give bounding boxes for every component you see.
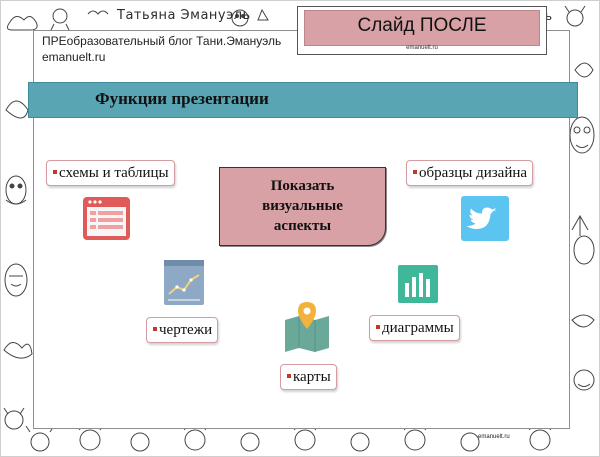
slide-title: Функции презентации bbox=[95, 89, 269, 108]
label-diagrams: диаграммы bbox=[369, 315, 460, 341]
after-slide-badge: Слайд ПОСЛЕ emanuelt.ru bbox=[297, 6, 547, 55]
label-drawings: чертежи bbox=[146, 317, 219, 343]
slide-title-bar: Функции презентации bbox=[28, 82, 578, 118]
bullet-marker bbox=[153, 326, 157, 331]
blog-title: ПРЕобразовательный блог Тани.Эмануэль bbox=[42, 34, 282, 48]
map-pin-icon bbox=[285, 302, 329, 352]
bar-chart-icon bbox=[398, 265, 438, 303]
label-schemes-and-tables: схемы и таблицы bbox=[46, 160, 175, 186]
bullet-marker bbox=[53, 169, 57, 174]
label-text: чертежи bbox=[159, 322, 213, 338]
center-line-1: Показать bbox=[270, 178, 335, 194]
brand-name: Татьяна Эмануэль bbox=[117, 8, 251, 23]
line-chart-icon bbox=[164, 260, 204, 305]
center-line-3: аспекты bbox=[273, 218, 332, 234]
label-text: образцы дизайна bbox=[419, 165, 528, 181]
blog-url: emanuelt.ru bbox=[42, 50, 106, 64]
label-design-samples: образцы дизайна bbox=[406, 160, 534, 186]
label-text: схемы и таблицы bbox=[59, 165, 169, 181]
after-slide-url: emanuelt.ru bbox=[406, 45, 438, 51]
bullet-marker bbox=[287, 373, 291, 378]
label-maps: карты bbox=[280, 364, 337, 390]
bullet-marker bbox=[413, 169, 417, 174]
center-callout-text: Показать визуальные аспекты bbox=[220, 176, 385, 236]
browser-window-icon bbox=[83, 197, 130, 240]
after-slide-label: Слайд ПОСЛЕ bbox=[357, 15, 487, 36]
label-text: диаграммы bbox=[382, 320, 454, 336]
footer-url: emanuelt.ru bbox=[478, 434, 510, 440]
center-line-2: визуальные bbox=[262, 198, 343, 214]
label-text: карты bbox=[293, 369, 331, 385]
bullet-marker bbox=[376, 324, 380, 329]
twitter-bird-icon bbox=[461, 196, 509, 241]
center-callout: Показать визуальные аспекты bbox=[219, 167, 386, 246]
after-slide-badge-fill: Слайд ПОСЛЕ bbox=[304, 10, 540, 46]
